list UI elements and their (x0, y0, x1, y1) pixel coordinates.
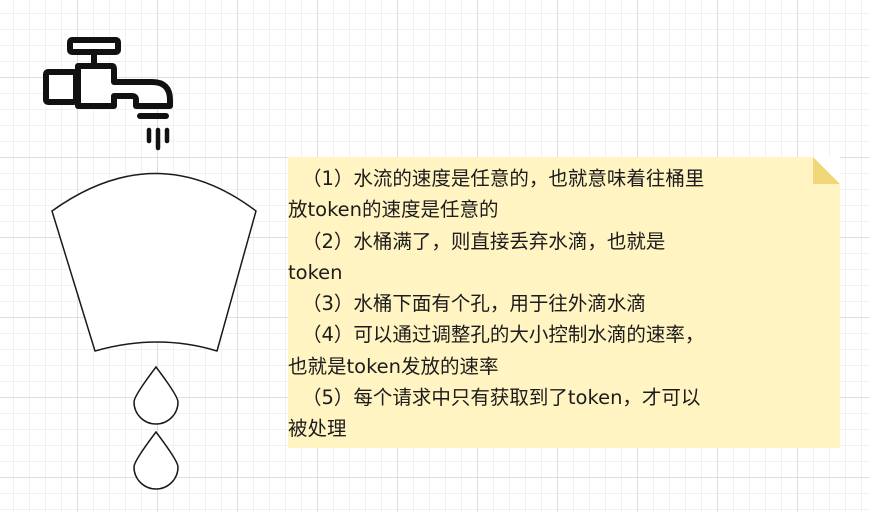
bucket-icon (51, 172, 257, 352)
note-text: （1）水流的速度是任意的，也就意味着往桶里 放token的速度是任意的 （2）水… (288, 163, 830, 445)
water-drop-icon (133, 365, 179, 425)
note-line: （5）每个请求中只有获取到了token，才可以 (302, 386, 701, 410)
water-drop-icon (133, 430, 179, 490)
note-line: （2）水桶满了，则直接丢弃水滴，也就是 (302, 229, 666, 253)
note-fold-shade (813, 157, 840, 184)
note-line: （1）水流的速度是任意的，也就意味着往桶里 (302, 167, 705, 190)
faucet-drips (146, 127, 170, 151)
faucet-icon (43, 37, 173, 119)
note-line: （4）可以通过调整孔的大小控制水滴的速率， (302, 323, 705, 347)
note-line: token (288, 260, 343, 284)
sticky-note: （1）水流的速度是任意的，也就意味着往桶里 放token的速度是任意的 （2）水… (288, 157, 840, 448)
note-line: （3）水桶下面有个孔，用于往外滴水滴 (302, 292, 646, 316)
note-line: 放token的速度是任意的 (288, 198, 499, 222)
note-line: 也就是token发放的速率 (288, 354, 499, 378)
note-line: 被处理 (288, 417, 347, 441)
